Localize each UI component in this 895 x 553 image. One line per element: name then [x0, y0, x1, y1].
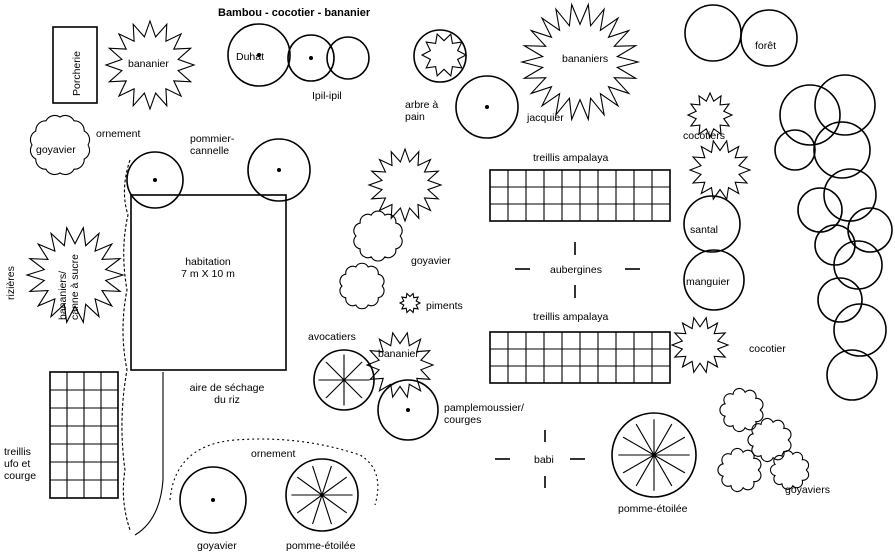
treillis-grid-1 — [489, 169, 671, 222]
ornement-curve — [169, 438, 379, 506]
label-bananier-tl: bananier — [128, 58, 169, 70]
label-cocotiers: cocotiers — [683, 130, 725, 142]
label-goyavier-bottom: goyavier — [197, 540, 237, 552]
spiky-plants — [25, 2, 752, 399]
label-header: Bambou - cocotier - bananier — [218, 7, 371, 19]
treillis-grid-2 — [489, 331, 671, 384]
foret-circles — [684, 4, 893, 401]
label-treillis-ampalaya-1: treillis ampalaya — [533, 152, 608, 164]
treillis-grid-ufo — [49, 371, 119, 499]
aubergines-marks — [515, 242, 640, 298]
label-bananier-mid: bananier — [378, 348, 419, 360]
label-pamplemoussier: pamplemoussier/courges — [444, 402, 524, 426]
label-ornement-bottom: ornement — [251, 448, 295, 460]
label-pommier-cannelle: pommier-cannelle — [190, 133, 235, 157]
label-foret: forêt — [755, 40, 776, 52]
label-piments: piments — [426, 300, 463, 312]
habitation-box — [130, 194, 287, 371]
label-babi: babi — [534, 454, 554, 466]
label-cocotier-right: cocotier — [749, 343, 786, 355]
label-manguier: manguier — [686, 276, 730, 288]
label-bananiers-canne: bananiers/canne à sucre — [57, 254, 81, 320]
label-porcherie: Porcherie — [71, 51, 83, 96]
trees — [126, 23, 745, 534]
label-rizieres: rizières — [5, 266, 17, 300]
babi-marks — [495, 430, 585, 488]
label-ipilipil: Ipil-ipil — [312, 90, 342, 102]
path-line — [134, 372, 164, 536]
label-bananiers-top: bananiers — [562, 53, 608, 65]
label-treillis-ampalaya-2: treillis ampalaya — [533, 311, 608, 323]
label-goyavier-mid: goyavier — [411, 255, 451, 267]
segmented-trees — [285, 349, 697, 532]
scalloped-shrubs — [29, 114, 810, 493]
label-duhat: Duhat — [236, 51, 264, 63]
label-santal: santal — [690, 224, 718, 236]
label-pomme-etoilee-right: pomme-étoilée — [618, 503, 688, 515]
label-goyaviers-right: goyaviers — [785, 484, 830, 496]
label-goyavier-tl: goyavier — [36, 144, 76, 156]
label-pomme-etoilee-bottom: pomme-étoilée — [286, 540, 356, 552]
label-jacquier: jacquier — [526, 112, 564, 124]
porcherie-box — [52, 26, 98, 104]
vine-hedge — [121, 159, 131, 531]
label-ornement-top: ornement — [96, 128, 140, 140]
label-avocatiers: avocatiers — [308, 331, 356, 343]
label-aubergines: aubergines — [550, 264, 602, 276]
